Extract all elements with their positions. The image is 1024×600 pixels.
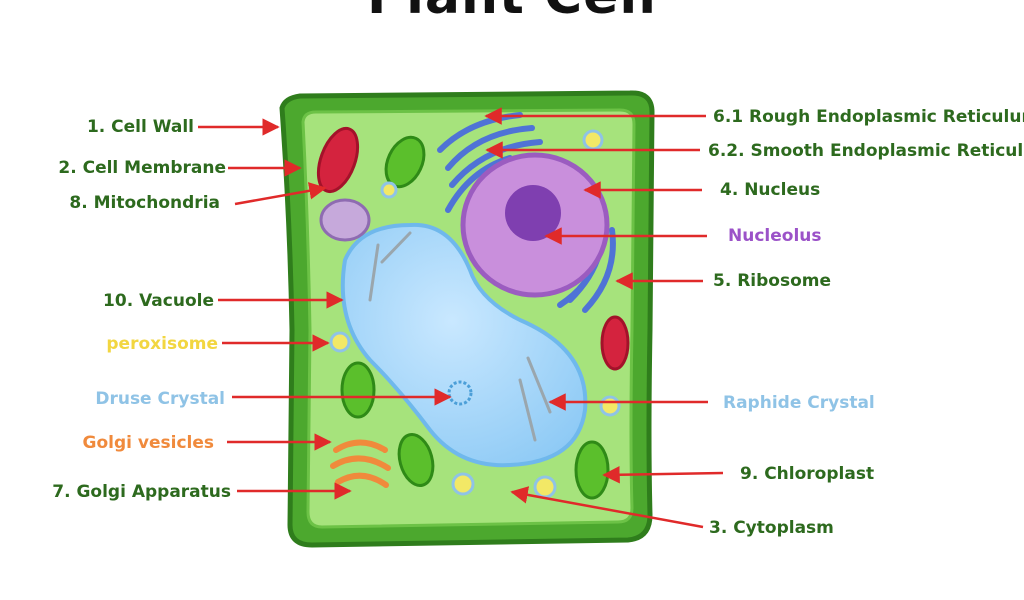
label-druse-crystal: Druse Crystal <box>95 389 225 409</box>
vacuole-shape <box>340 222 588 468</box>
label-arrows <box>198 107 724 529</box>
label-cytoplasm: 3. Cytoplasm <box>709 518 834 538</box>
label-nucleus: 4. Nucleus <box>720 180 821 200</box>
label-chloroplast: 9. Chloroplast <box>740 464 875 484</box>
label-raphide-crystal: Raphide Crystal <box>723 393 875 413</box>
amyloplast-shape <box>319 198 371 242</box>
diagram-title: Plant Cell <box>0 0 1024 26</box>
golgi-apparatus-shape <box>330 439 391 488</box>
raphide-crystal-shape <box>368 231 552 442</box>
label-vacuole: 10. Vacuole <box>103 291 214 311</box>
label-golgi-apparatus: 7. Golgi Apparatus <box>52 482 231 502</box>
label-cell-membrane: 2. Cell Membrane <box>58 158 226 178</box>
label-smooth-er: 6.2. Smooth Endoplasmic Reticulum <box>708 141 1024 161</box>
label-cell-wall: 1. Cell Wall <box>86 117 194 137</box>
label-peroxisome: peroxisome <box>106 334 218 354</box>
label-nucleolus: Nucleolus <box>728 226 822 246</box>
label-mitochondria: 8. Mitochondria <box>69 193 220 213</box>
druse-crystal-shape <box>447 380 473 406</box>
nucleolus-shape <box>505 185 561 241</box>
label-ribosome: 5. Ribosome <box>713 271 832 291</box>
label-golgi-vesicles: Golgi vesicles <box>82 433 214 453</box>
peroxisome-shapes <box>329 129 621 499</box>
label-rough-er: 6.1 Rough Endoplasmic Reticulum <box>713 107 1024 127</box>
mitochondria-shape-2 <box>600 315 630 371</box>
